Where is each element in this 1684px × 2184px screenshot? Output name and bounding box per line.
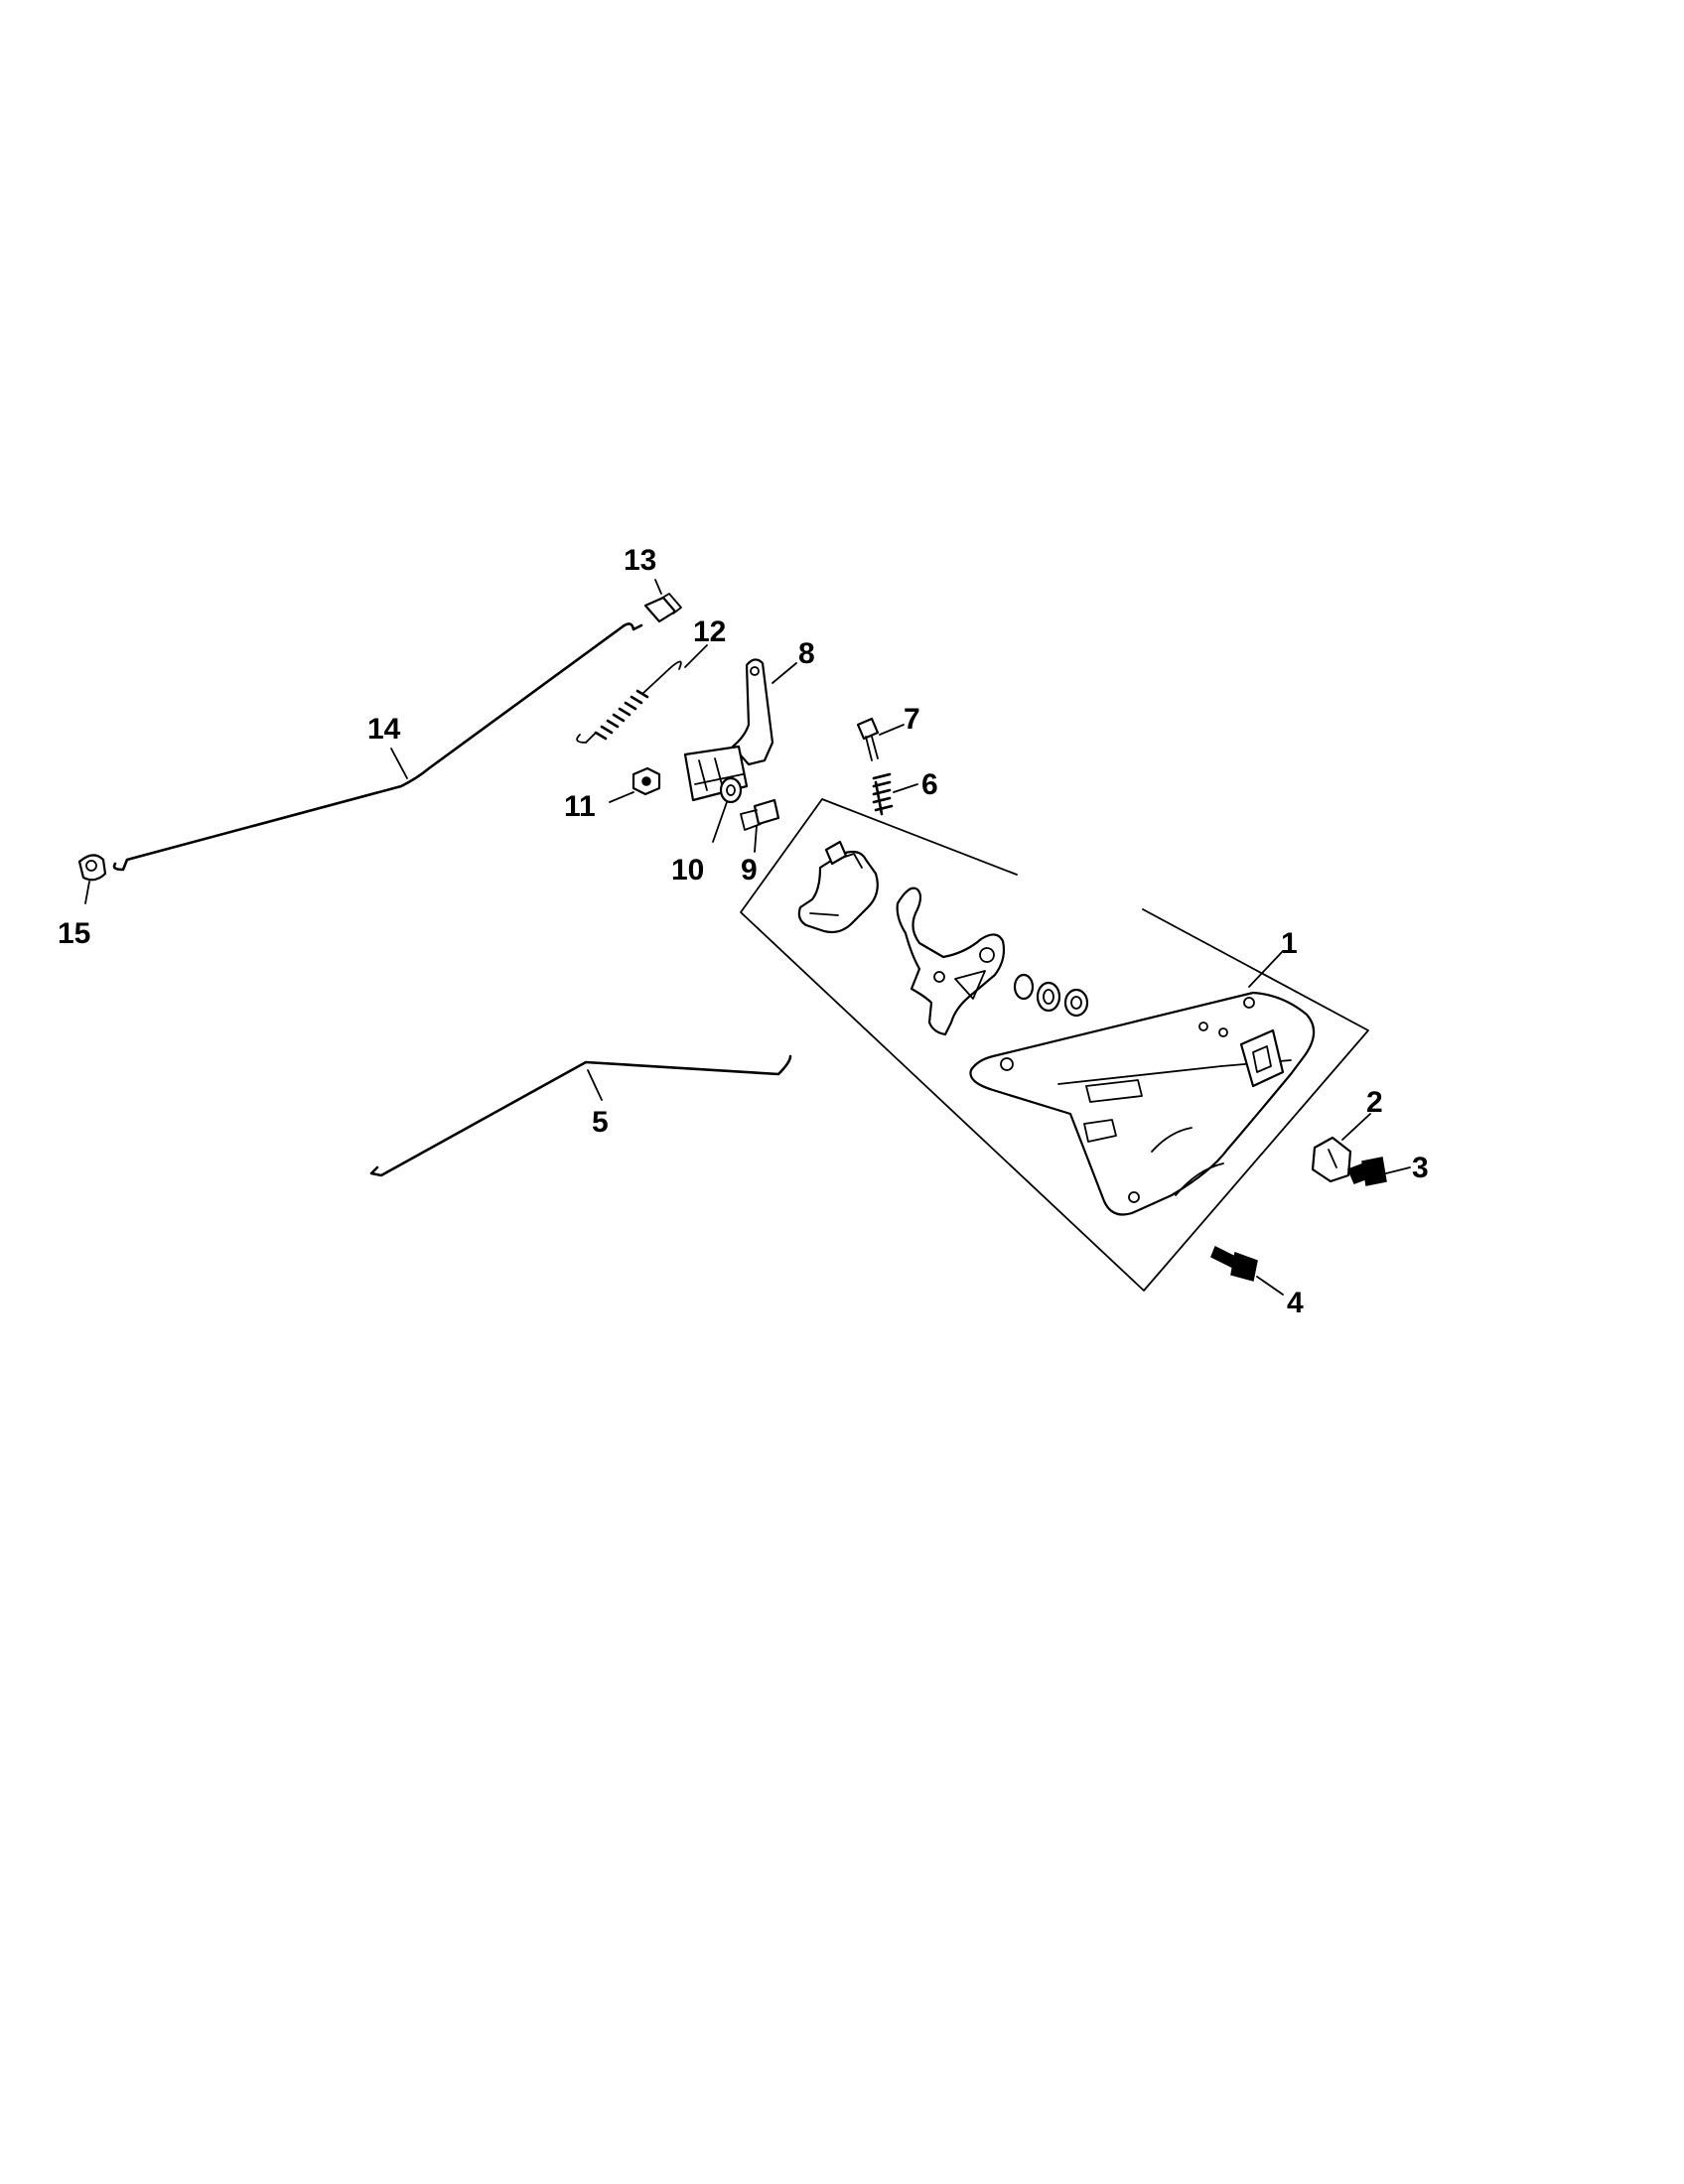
callout-11: 11 [564,790,596,823]
part-10-washer [719,776,743,804]
leader-line-15 [84,881,90,904]
leader-line-1 [1248,950,1284,988]
leader-line-14 [390,748,408,779]
part-1-control-bracket-assembly [740,798,1369,1292]
callout-3: 3 [1412,1152,1429,1184]
leader-line-8 [772,662,797,684]
leader-line-6 [893,783,918,793]
part-4-bolt [1210,1245,1258,1282]
callout-5: 5 [592,1106,609,1139]
part-11-nut [632,766,661,796]
part-13-swivel [643,593,682,623]
part-6-spring [872,772,894,816]
leader-line-5 [587,1069,603,1101]
part-7-screw [856,717,880,761]
callout-15: 15 [58,917,90,950]
part-9-shoulder-bolt [740,798,780,831]
part-15-cap-nut [77,854,107,882]
callout-6: 6 [921,768,938,801]
leader-line-10 [712,801,728,843]
leader-line-12 [684,644,708,668]
callout-8: 8 [798,637,815,670]
leader-line-7 [879,724,905,736]
leader-line-3 [1385,1166,1411,1174]
part-8-lever-bracket [683,658,774,802]
leader-line-13 [654,579,662,595]
part-5-rod [369,1054,792,1177]
part-3-screw [1347,1157,1387,1186]
callout-13: 13 [624,544,656,577]
part-2-cable-clamp [1311,1136,1352,1183]
part-14-throttle-rod [112,622,643,872]
callout-4: 4 [1287,1287,1304,1319]
callout-12: 12 [693,615,726,648]
leader-line-9 [754,825,758,853]
part-12-extension-spring [576,660,682,744]
callout-1: 1 [1281,927,1298,960]
callout-9: 9 [741,854,758,887]
callout-14: 14 [367,713,401,746]
callout-2: 2 [1366,1086,1383,1119]
callout-10: 10 [671,854,704,887]
leader-line-2 [1341,1113,1371,1141]
leader-line-11 [609,791,634,803]
callout-7: 7 [904,703,920,736]
leader-line-4 [1256,1276,1284,1296]
